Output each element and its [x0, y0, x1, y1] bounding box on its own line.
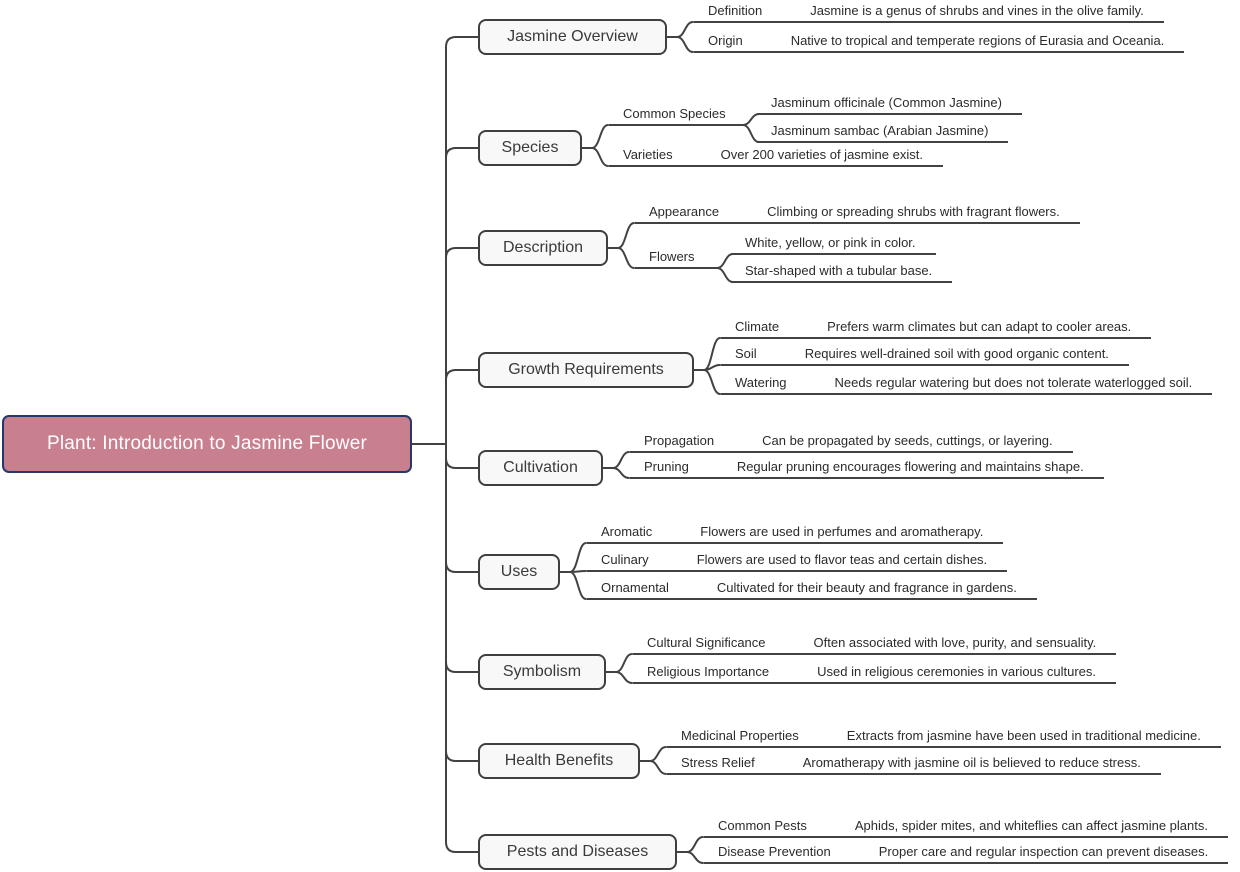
- branch-node-growth-requirements[interactable]: Growth Requirements: [478, 352, 694, 388]
- branch-node-description[interactable]: Description: [478, 230, 608, 266]
- attr-node-cultural-significance[interactable]: Cultural Significance Often associated w…: [633, 634, 1117, 655]
- trunk-connectors: [411, 36, 479, 853]
- attr-label[interactable]: Pruning: [644, 459, 689, 474]
- branch-label: Symbolism: [502, 663, 582, 680]
- leaf-text[interactable]: Often associated with love, purity, and …: [813, 635, 1097, 650]
- attr-node-stress-relief[interactable]: Stress Relief Aromatherapy with jasmine …: [667, 754, 1161, 775]
- leaf-text[interactable]: Cultivated for their beauty and fragranc…: [716, 580, 1017, 595]
- leaf-text[interactable]: Needs regular watering but does not tole…: [834, 375, 1193, 390]
- branch-label: Health Benefits: [504, 752, 614, 769]
- leaf-text[interactable]: Requires well-drained soil with good org…: [804, 346, 1109, 361]
- branch-label: Uses: [500, 563, 538, 580]
- leaf-text[interactable]: Proper care and regular inspection can p…: [878, 844, 1209, 859]
- leaf-text[interactable]: Jasminum officinale (Common Jasmine): [771, 95, 1002, 110]
- leaf-text[interactable]: Can be propagated by seeds, cuttings, or…: [762, 433, 1053, 448]
- attr-label[interactable]: Propagation: [644, 433, 715, 448]
- leaf-text[interactable]: Jasmine is a genus of shrubs and vines i…: [810, 3, 1144, 18]
- leaf-text[interactable]: Used in religious ceremonies in various …: [817, 664, 1097, 679]
- leaf-text[interactable]: Native to tropical and temperate regions…: [790, 33, 1165, 48]
- attr-label[interactable]: Origin: [708, 33, 743, 48]
- attr-label[interactable]: Cultural Significance: [647, 635, 766, 650]
- attr-label[interactable]: Watering: [735, 375, 787, 390]
- attr-node-common-pests[interactable]: Common Pests Aphids, spider mites, and w…: [704, 817, 1228, 838]
- leaf-text[interactable]: Flowers are used to flavor teas and cert…: [696, 552, 988, 567]
- attr-label[interactable]: Varieties: [623, 147, 673, 162]
- attr-node-appearance[interactable]: Appearance Climbing or spreading shrubs …: [635, 203, 1080, 224]
- branch-label: Cultivation: [503, 459, 578, 476]
- attr-node-watering[interactable]: Watering Needs regular watering but does…: [721, 374, 1213, 395]
- leaf-text[interactable]: Flowers are used in perfumes and aromath…: [700, 524, 984, 539]
- root-label: Plant: Introduction to Jasmine Flower: [47, 433, 367, 454]
- branch-node-cultivation[interactable]: Cultivation: [478, 450, 603, 486]
- attr-node-propagation[interactable]: Propagation Can be propagated by seeds, …: [630, 432, 1073, 453]
- leaf-text[interactable]: Regular pruning encourages flowering and…: [736, 459, 1084, 474]
- leaf-node-flower-shape[interactable]: Star-shaped with a tubular base.: [731, 262, 953, 283]
- attr-label[interactable]: Definition: [708, 3, 763, 18]
- attr-label[interactable]: Ornamental: [601, 580, 669, 595]
- attr-label[interactable]: Climate: [735, 319, 780, 334]
- leaf-text[interactable]: Star-shaped with a tubular base.: [745, 263, 933, 278]
- attr-label[interactable]: Religious Importance: [647, 664, 770, 679]
- attr-label[interactable]: Flowers: [649, 249, 695, 264]
- leaf-node-flower-color[interactable]: White, yellow, or pink in color.: [731, 234, 936, 255]
- attr-node-religious-importance[interactable]: Religious Importance Used in religious c…: [633, 663, 1117, 684]
- attr-node-aromatic[interactable]: Aromatic Flowers are used in perfumes an…: [587, 523, 1004, 544]
- attr-node-climate[interactable]: Climate Prefers warm climates but can ad…: [721, 318, 1152, 339]
- branch-label: Description: [502, 239, 584, 256]
- leaf-text[interactable]: White, yellow, or pink in color.: [745, 235, 916, 250]
- branch-node-pests-and-diseases[interactable]: Pests and Diseases: [478, 834, 677, 870]
- attr-label[interactable]: Stress Relief: [681, 755, 755, 770]
- branch-connectors: [559, 21, 760, 864]
- leaf-text[interactable]: Over 200 varieties of jasmine exist.: [720, 147, 923, 162]
- attr-node-flowers[interactable]: Flowers: [635, 248, 717, 269]
- attr-node-definition[interactable]: Definition Jasmine is a genus of shrubs …: [694, 2, 1164, 23]
- leaf-node-jasminum-officinale[interactable]: Jasminum officinale (Common Jasmine): [757, 94, 1022, 115]
- attr-node-origin[interactable]: Origin Native to tropical and temperate …: [694, 32, 1185, 53]
- branch-label: Species: [501, 139, 559, 156]
- leaf-text[interactable]: Prefers warm climates but can adapt to c…: [827, 319, 1132, 334]
- attr-label[interactable]: Appearance: [649, 204, 720, 219]
- branch-label: Growth Requirements: [508, 361, 664, 378]
- attr-node-ornamental[interactable]: Ornamental Cultivated for their beauty a…: [587, 579, 1037, 600]
- branch-node-jasmine-overview[interactable]: Jasmine Overview: [478, 19, 667, 55]
- branch-label: Jasmine Overview: [507, 28, 638, 45]
- leaf-text[interactable]: Climbing or spreading shrubs with fragra…: [767, 204, 1060, 219]
- branch-node-health-benefits[interactable]: Health Benefits: [478, 743, 640, 779]
- leaf-node-jasminum-sambac[interactable]: Jasminum sambac (Arabian Jasmine): [757, 122, 1009, 143]
- attr-node-disease-prevention[interactable]: Disease Prevention Proper care and regul…: [704, 843, 1229, 864]
- root-node[interactable]: Plant: Introduction to Jasmine Flower: [2, 415, 412, 473]
- leaf-text[interactable]: Extracts from jasmine have been used in …: [846, 728, 1201, 743]
- attr-label[interactable]: Common Species: [623, 106, 726, 121]
- attr-label[interactable]: Soil: [735, 346, 757, 361]
- attr-node-soil[interactable]: Soil Requires well-drained soil with goo…: [721, 345, 1129, 366]
- leaf-text[interactable]: Aphids, spider mites, and whiteflies can…: [854, 818, 1208, 833]
- attr-label[interactable]: Culinary: [601, 552, 649, 567]
- attr-node-common-species[interactable]: Common Species: [609, 105, 743, 126]
- attr-label[interactable]: Common Pests: [718, 818, 807, 833]
- branch-node-uses[interactable]: Uses: [478, 554, 560, 590]
- branch-label: Pests and Diseases: [506, 843, 649, 860]
- leaf-text[interactable]: Jasminum sambac (Arabian Jasmine): [771, 123, 989, 138]
- attr-node-varieties[interactable]: Varieties Over 200 varieties of jasmine …: [609, 146, 943, 167]
- attr-label[interactable]: Medicinal Properties: [681, 728, 799, 743]
- attr-node-pruning[interactable]: Pruning Regular pruning encourages flowe…: [630, 458, 1104, 479]
- attr-label[interactable]: Disease Prevention: [718, 844, 831, 859]
- attr-node-medicinal-properties[interactable]: Medicinal Properties Extracts from jasmi…: [667, 727, 1221, 748]
- attr-node-culinary[interactable]: Culinary Flowers are used to flavor teas…: [587, 551, 1008, 572]
- attr-label[interactable]: Aromatic: [601, 524, 653, 539]
- branch-node-species[interactable]: Species: [478, 130, 582, 166]
- leaf-text[interactable]: Aromatherapy with jasmine oil is believe…: [802, 755, 1141, 770]
- branch-node-symbolism[interactable]: Symbolism: [478, 654, 606, 690]
